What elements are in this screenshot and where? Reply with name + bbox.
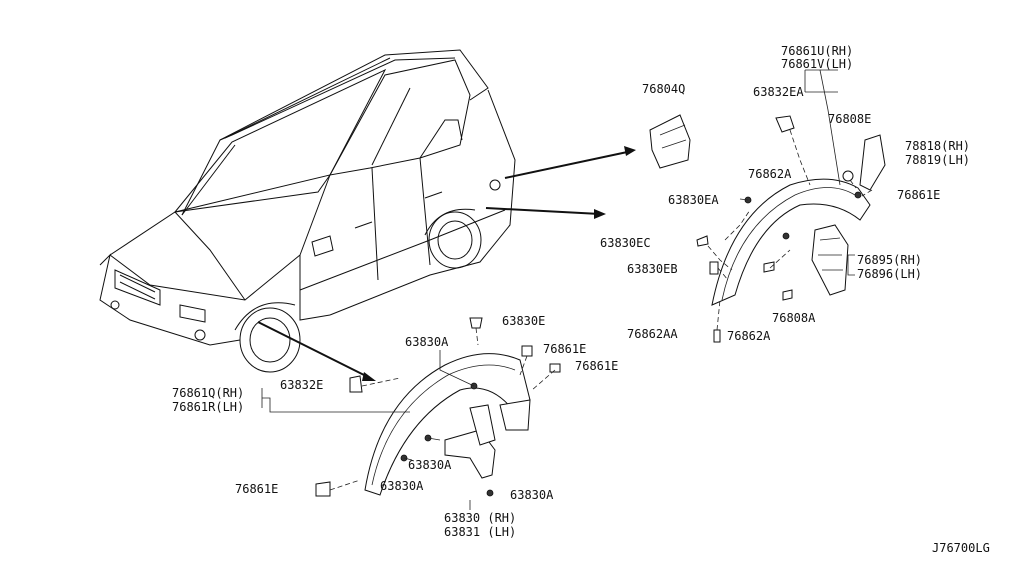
label-76862A-bottom: 76862A [727, 329, 771, 343]
label-76895: 76895(RH) [857, 253, 922, 267]
label-76861Q: 76861Q(RH) [172, 386, 244, 400]
label-63830EB: 63830EB [627, 262, 678, 276]
label-76861V: 76861V(LH) [781, 57, 853, 71]
label-76861E-a: 76861E [543, 342, 586, 356]
label-63830A-mid: 63830A [408, 458, 452, 472]
label-63831: 63831 (LH) [444, 525, 516, 539]
part-76804Q [649, 114, 691, 169]
label-63832E: 63832E [280, 378, 323, 392]
label-76861U: 76861U(RH) [781, 44, 853, 58]
rear-arch-assembly [696, 69, 886, 343]
label-78818: 78818(RH) [905, 139, 970, 153]
label-76861E-right: 76861E [897, 188, 940, 202]
label-76861R: 76861R(LH) [172, 400, 244, 414]
label-63830EC: 63830EC [600, 236, 651, 250]
label-78819: 78819(LH) [905, 153, 970, 167]
label-63830EA: 63830EA [668, 193, 719, 207]
label-76804Q: 76804Q [642, 82, 685, 96]
label-76808E: 76808E [828, 112, 871, 126]
label-63830E: 63830E [502, 314, 545, 328]
label-63832EA: 63832EA [753, 85, 804, 99]
diagram-code: J76700LG [932, 541, 990, 555]
label-76896: 76896(LH) [857, 267, 922, 281]
front-arch-assembly [261, 317, 561, 510]
part-labels: 76804Q 76861U(RH) 76861V(LH) 63832EA 768… [172, 44, 990, 555]
label-76808A: 76808A [772, 311, 816, 325]
label-76862A-top: 76862A [748, 167, 792, 181]
label-76862AA: 76862AA [627, 327, 678, 341]
pointer-arrows [257, 146, 636, 381]
label-63830A-low: 63830A [380, 479, 424, 493]
label-63830A-bottom: 63830A [510, 488, 554, 502]
label-76861E-left: 76861E [235, 482, 278, 496]
label-63830: 63830 (RH) [444, 511, 516, 525]
vehicle-illustration [99, 49, 516, 373]
label-76861E-b: 76861E [575, 359, 618, 373]
label-63830A-top: 63830A [405, 335, 449, 349]
